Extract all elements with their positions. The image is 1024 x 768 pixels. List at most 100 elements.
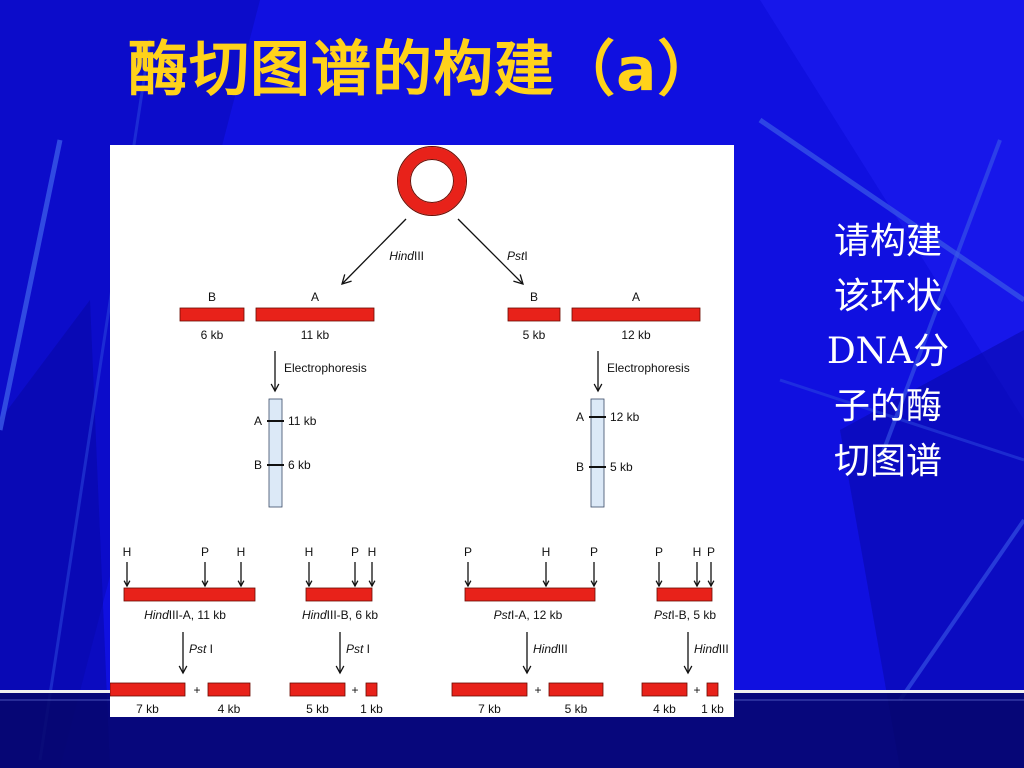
restriction-site-label: H <box>237 545 246 559</box>
side-instruction-line: 请构建 <box>833 221 942 262</box>
restriction-site-label: P <box>351 545 359 559</box>
gel-band-size: 5 kb <box>610 460 633 474</box>
circular-dna-outline <box>397 146 467 216</box>
restriction-site-arrow <box>707 562 715 588</box>
second-digest-arrow <box>335 632 345 675</box>
second-digest-fragment <box>123 587 256 602</box>
restriction-site-arrow <box>123 562 131 588</box>
slide-title: 酶切图谱的构建（a） <box>128 35 719 105</box>
product-size-label: 1 kb <box>360 702 383 716</box>
product-fragment <box>451 682 528 697</box>
fragment-size-label: 11 kb <box>301 328 330 342</box>
electrophoresis-arrow <box>270 351 280 393</box>
second-digest-fragment <box>464 587 596 602</box>
fragment-size-label: 12 kb <box>621 328 651 342</box>
circular-dna-inner-outline <box>410 159 454 203</box>
first-digest-fragment <box>179 307 245 322</box>
side-instruction: 请构建 该环状 DNA分 子的酶 切图谱 <box>808 214 968 489</box>
gel-band-name: A <box>254 414 262 428</box>
second-digest-enzyme-label: Pst I <box>346 642 370 656</box>
psti-branch-label: PstI <box>507 249 528 263</box>
second-digest-arrow <box>522 632 532 675</box>
first-digest-fragment <box>571 307 701 322</box>
product-fragment <box>365 682 378 697</box>
second-digest-fragment-label: HindIII-B, 6 kb <box>302 608 378 622</box>
side-instruction-line: 切图谱 <box>833 441 942 482</box>
restriction-site-label: H <box>305 545 314 559</box>
product-fragment <box>548 682 604 697</box>
second-digest-fragment <box>305 587 373 602</box>
gel-band-name: A <box>576 410 584 424</box>
restriction-site-arrow <box>305 562 313 588</box>
side-instruction-line: DNA分 <box>826 331 950 372</box>
second-digest-arrow <box>683 632 693 675</box>
first-digest-fragment <box>507 307 561 322</box>
second-digest-enzyme-label: HindIII <box>694 642 729 656</box>
gel-lane <box>268 398 283 508</box>
restriction-site-label: H <box>123 545 132 559</box>
restriction-site-arrow <box>351 562 359 588</box>
gel-lane <box>590 398 605 508</box>
restriction-site-label: P <box>590 545 598 559</box>
gel-band-size: 12 kb <box>610 410 640 424</box>
fragment-name-label: B <box>530 290 538 304</box>
product-size-label: 5 kb <box>306 702 329 716</box>
product-size-label: 1 kb <box>701 702 724 716</box>
fragment-size-label: 5 kb <box>523 328 546 342</box>
restriction-site-label: H <box>542 545 551 559</box>
restriction-site-label: P <box>201 545 209 559</box>
restriction-site-arrow <box>542 562 550 588</box>
restriction-site-arrow <box>237 562 245 588</box>
side-instruction-line: 该环状 <box>833 276 942 317</box>
product-fragment <box>641 682 688 697</box>
fragment-name-label: A <box>632 290 640 304</box>
restriction-site-arrow <box>201 562 209 588</box>
second-digest-enzyme-label: HindIII <box>533 642 568 656</box>
fragment-name-label: A <box>311 290 319 304</box>
plus-sign: + <box>693 683 700 697</box>
plus-sign: + <box>193 683 200 697</box>
restriction-site-label: H <box>693 545 702 559</box>
second-digest-fragment-label: PstI-B, 5 kb <box>654 608 716 622</box>
product-fragment <box>207 682 251 697</box>
fragment-size-label: 6 kb <box>201 328 224 342</box>
gel-band-size: 6 kb <box>288 458 311 472</box>
product-fragment <box>706 682 719 697</box>
gel-band-name: B <box>576 460 584 474</box>
product-size-label: 4 kb <box>218 702 241 716</box>
product-size-label: 7 kb <box>478 702 501 716</box>
restriction-site-label: P <box>464 545 472 559</box>
electrophoresis-label: Electrophoresis <box>607 361 690 375</box>
gel-band-name: B <box>254 458 262 472</box>
plus-sign: + <box>534 683 541 697</box>
product-size-label: 4 kb <box>653 702 676 716</box>
restriction-site-arrow <box>464 562 472 588</box>
product-fragment <box>289 682 346 697</box>
plus-sign: + <box>351 683 358 697</box>
restriction-site-arrow <box>655 562 663 588</box>
restriction-site-label: P <box>707 545 715 559</box>
second-digest-fragment <box>656 587 713 602</box>
psti-branch-arrow <box>457 218 524 285</box>
restriction-site-arrow <box>368 562 376 588</box>
product-size-label: 7 kb <box>136 702 159 716</box>
electrophoresis-label: Electrophoresis <box>284 361 367 375</box>
electrophoresis-arrow <box>593 351 603 393</box>
restriction-site-arrow <box>693 562 701 588</box>
second-digest-enzyme-label: Pst I <box>189 642 213 656</box>
second-digest-fragment-label: PstI-A, 12 kb <box>494 608 563 622</box>
product-fragment <box>110 682 186 697</box>
gel-band-size: 11 kb <box>288 414 317 428</box>
hindiii-branch-arrow <box>341 218 407 285</box>
hindiii-branch-label: HindIII <box>389 249 424 263</box>
restriction-site-label: H <box>368 545 377 559</box>
first-digest-fragment <box>255 307 375 322</box>
side-instruction-line: 子的酶 <box>833 386 942 427</box>
restriction-site-label: P <box>655 545 663 559</box>
second-digest-arrow <box>178 632 188 675</box>
restriction-site-arrow <box>590 562 598 588</box>
second-digest-fragment-label: HindIII-A, 11 kb <box>144 608 226 622</box>
fragment-name-label: B <box>208 290 216 304</box>
